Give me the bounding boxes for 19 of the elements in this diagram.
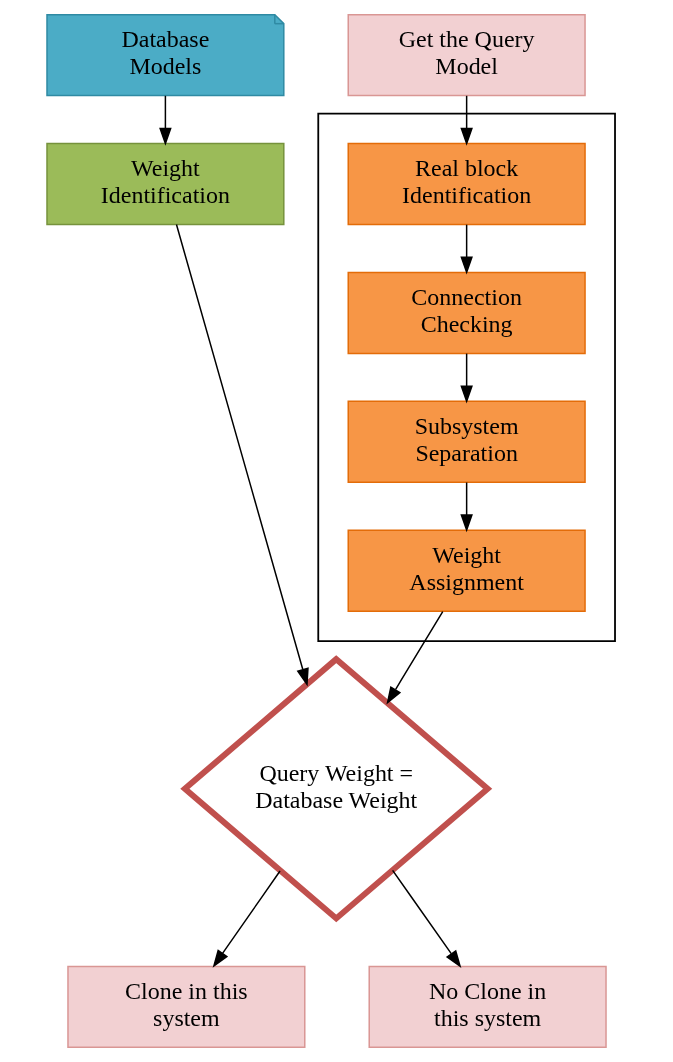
- cluster: [316, 112, 616, 643]
- node-box: Connection Checking: [347, 271, 586, 355]
- arrow: [391, 869, 461, 969]
- node-box: Real block Identification: [347, 142, 586, 226]
- arrow: [212, 870, 281, 968]
- arrow: [459, 352, 473, 404]
- node-box: Weight Identification: [45, 142, 285, 226]
- arrow: [459, 95, 473, 146]
- arrow: [459, 223, 473, 275]
- arrow: [175, 223, 309, 687]
- arrow: [385, 610, 443, 705]
- node-box: Subsystem Separation: [347, 400, 586, 484]
- arrow: [459, 481, 473, 533]
- node-box: Get the Query Model: [347, 13, 586, 97]
- node-box: Weight Assignment: [347, 529, 586, 612]
- node-box: No Clone in this system: [367, 965, 607, 1049]
- arrow: [158, 95, 172, 146]
- node-diamond: Query Weight = Database Weight: [179, 655, 492, 923]
- node-box: Clone in this system: [66, 965, 306, 1049]
